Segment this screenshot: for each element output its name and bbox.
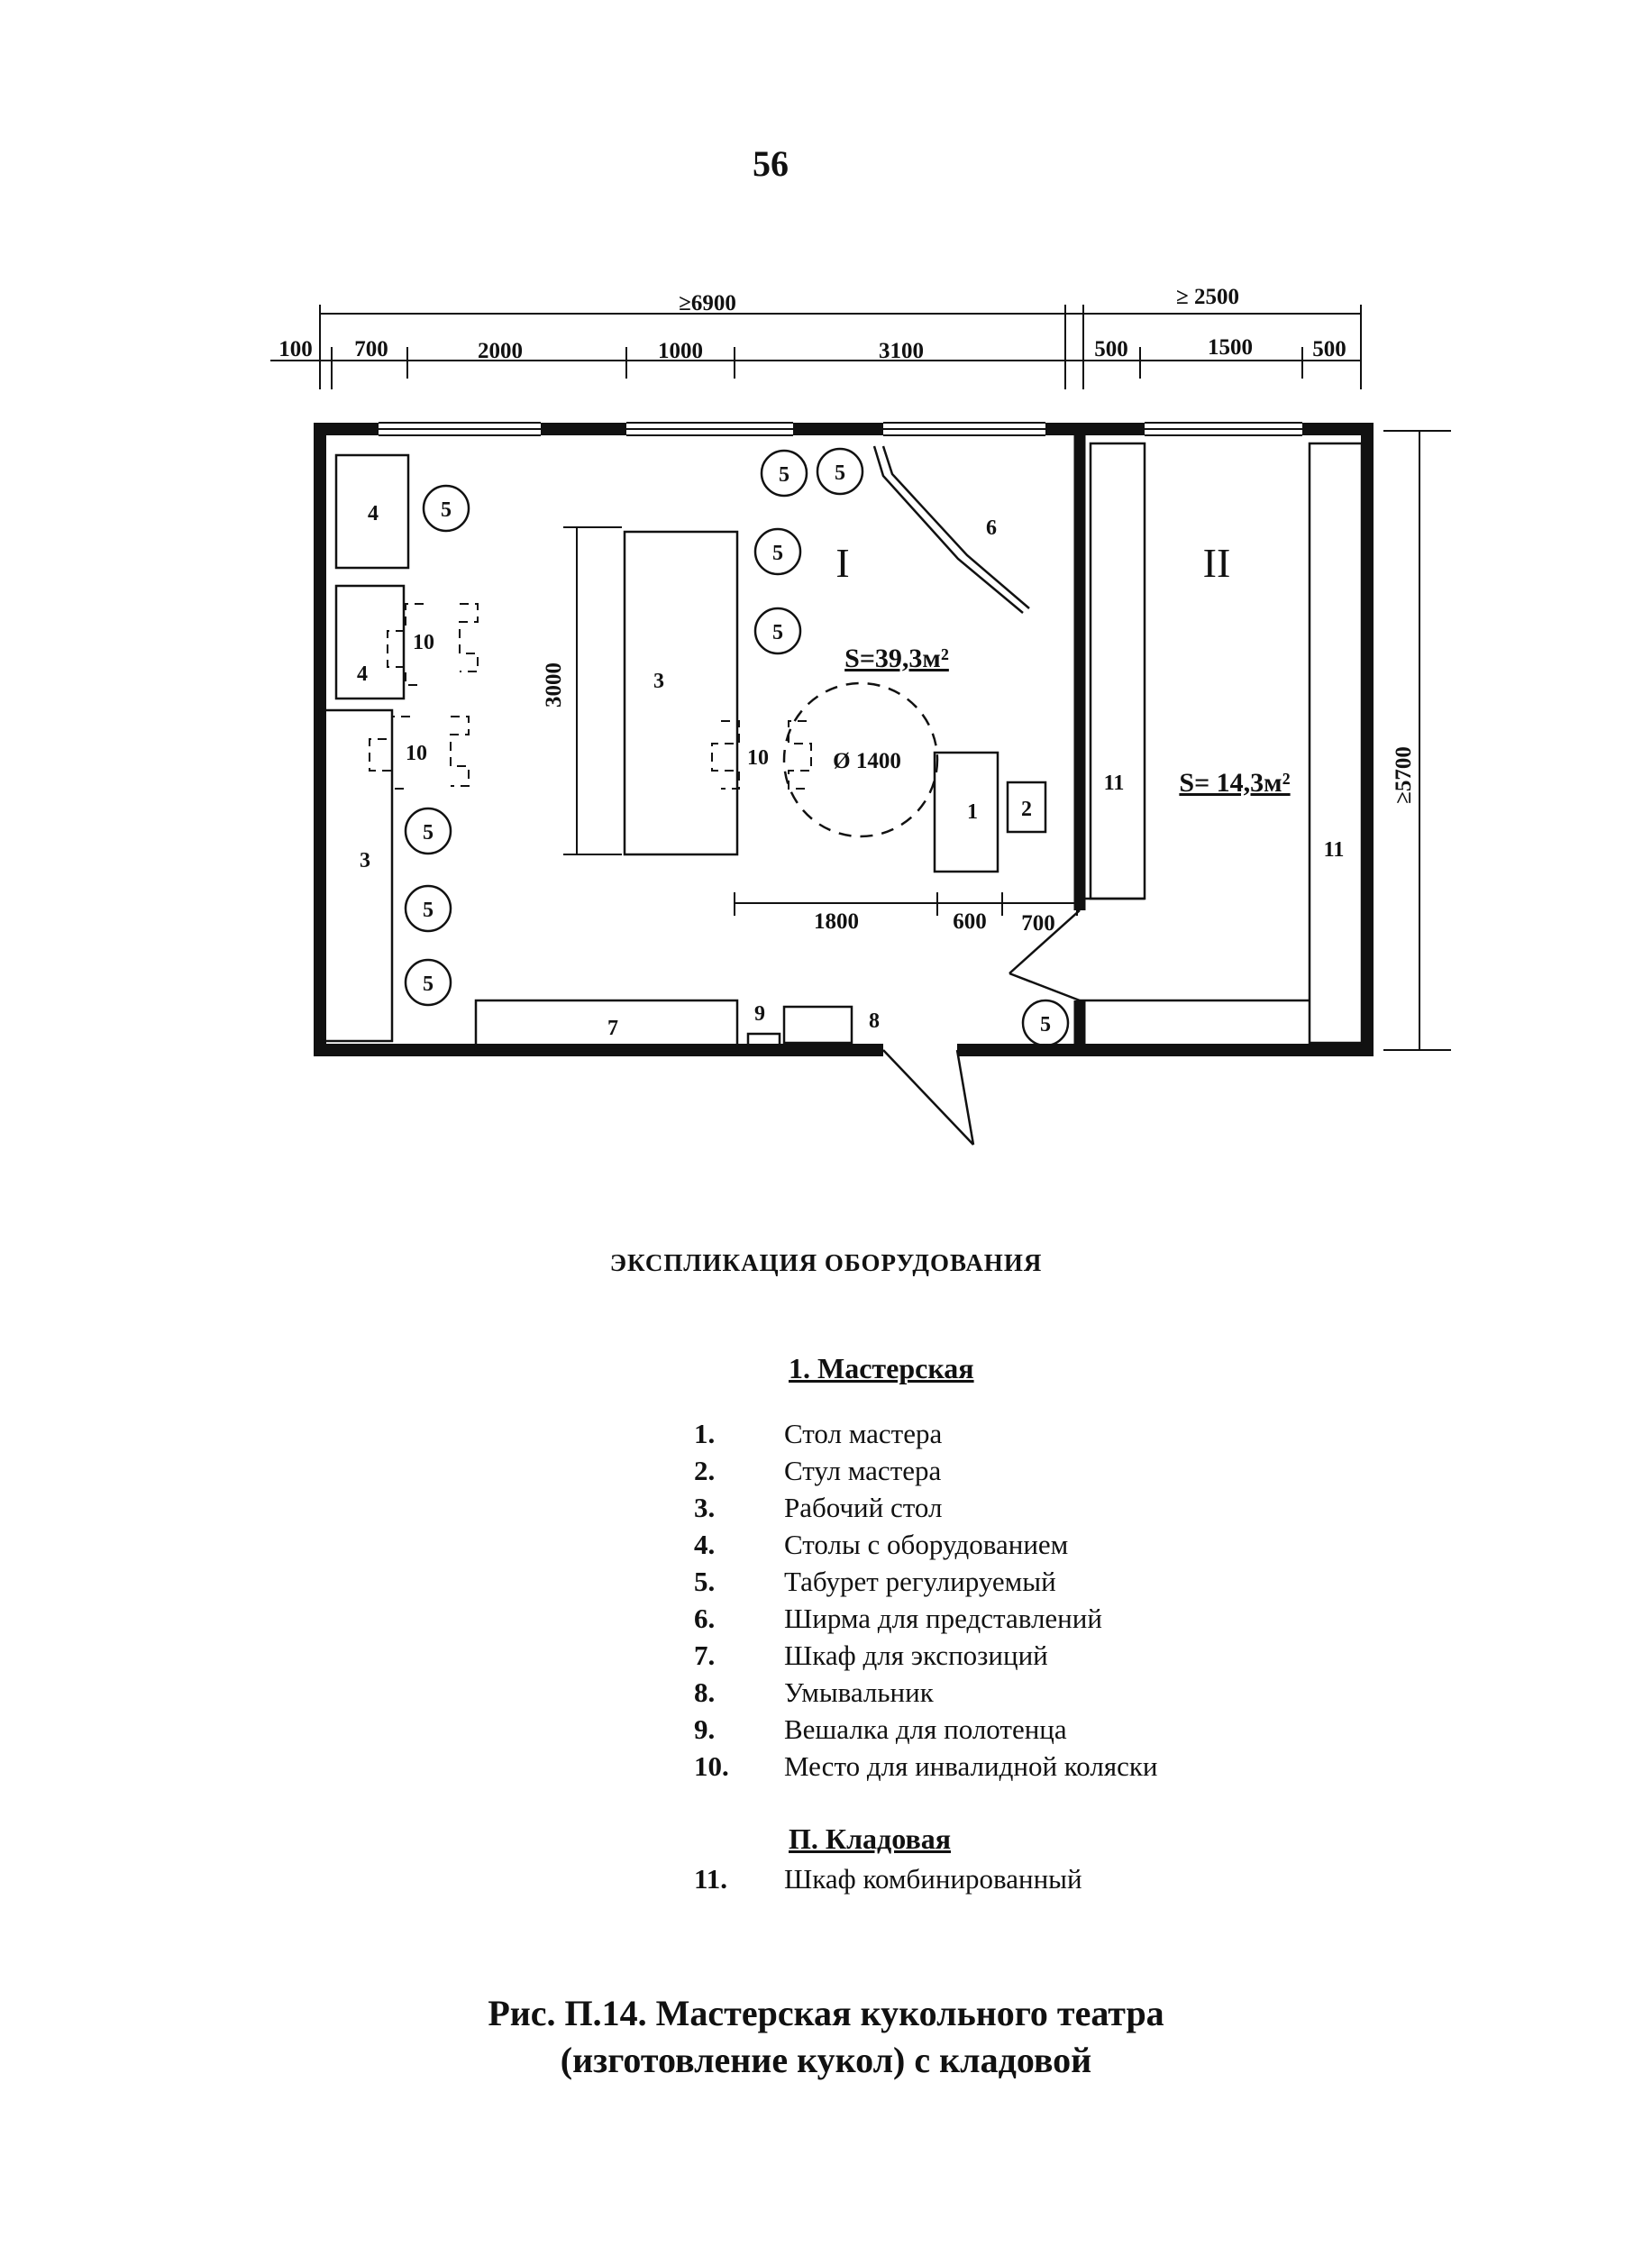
label-11: 11 xyxy=(1324,838,1345,862)
legend-list-workshop: 1.Стол мастера 2.Стул мастера 3.Рабочий … xyxy=(694,1415,1158,1785)
room-2-label: II xyxy=(1203,540,1231,586)
wash-basin xyxy=(782,1005,853,1045)
dim-segment: 100 xyxy=(278,337,313,361)
stool-icon xyxy=(422,484,470,533)
legend-item: 10.Место для инвалидной коляски xyxy=(694,1749,1158,1782)
page-number: 56 xyxy=(753,143,789,184)
doors xyxy=(882,909,1081,1146)
stool-icon xyxy=(404,807,452,855)
label-5: 5 xyxy=(423,899,434,922)
section-title-workshop: 1. Мастерская xyxy=(789,1352,974,1384)
dim-overall-right: ≥ 2500 xyxy=(1176,285,1239,309)
stools xyxy=(404,447,1070,1047)
wheelchair-places xyxy=(369,603,812,790)
figure-caption: Рис. П.14. Мастерская кукольного театра … xyxy=(0,1990,1652,2084)
legend-item: 11.Шкаф комбинированный xyxy=(694,1862,1082,1895)
dim-bottom: 700 xyxy=(1021,911,1055,936)
dim-segment: 700 xyxy=(354,337,388,361)
label-2: 2 xyxy=(1021,798,1032,821)
room-1-label: I xyxy=(835,540,849,586)
item-numbers: 4 4 10 10 10 3 3 6 1 2 7 9 8 11 11 5 5 5… xyxy=(357,461,1344,1040)
legend-item: 1.Стол мастера xyxy=(694,1417,943,1449)
label-3: 3 xyxy=(360,849,370,872)
dim-segment: 3100 xyxy=(879,339,924,363)
stool-icon xyxy=(753,527,802,576)
label-6: 6 xyxy=(986,516,997,540)
label-5: 5 xyxy=(441,498,452,522)
caption-line-2: (изготовление кукол) с кладовой xyxy=(560,2040,1092,2080)
dim-overall-height: ≥5700 xyxy=(1392,746,1416,804)
label-5: 5 xyxy=(423,821,434,845)
windows xyxy=(379,422,1302,436)
caption-line-1: Рис. П.14. Мастерская кукольного театра xyxy=(488,1993,1164,2033)
master-chair xyxy=(1006,781,1047,834)
stool-icon xyxy=(404,884,452,933)
towel-hanger xyxy=(746,1032,781,1047)
stool-icon xyxy=(760,449,808,498)
legend-item: 2.Стул мастера xyxy=(694,1454,942,1486)
legend-item: 9.Вешалка для полотенца xyxy=(694,1713,1067,1745)
label-5: 5 xyxy=(1040,1013,1051,1037)
turning-circle xyxy=(782,681,939,838)
performance-screen xyxy=(881,445,1030,609)
label-4: 4 xyxy=(368,502,379,525)
label-9: 9 xyxy=(754,1002,765,1026)
label-3: 3 xyxy=(653,670,664,693)
legend-item: 8.Умывальник xyxy=(694,1676,934,1708)
legend-item: 3.Рабочий стол xyxy=(694,1491,943,1523)
legend-list-storage: 11.Шкаф комбинированный xyxy=(694,1860,1082,1897)
storage-cabinet xyxy=(1089,442,1146,900)
work-table-wall xyxy=(318,708,394,1043)
stool-icon xyxy=(1021,999,1070,1047)
label-5: 5 xyxy=(772,542,783,565)
stool-icon xyxy=(404,958,452,1007)
label-4: 4 xyxy=(357,662,368,686)
dimension-lines xyxy=(270,305,1451,1051)
equipment-table xyxy=(334,584,406,700)
dim-segment: 2000 xyxy=(478,339,523,363)
dim-bottom: 600 xyxy=(953,909,987,934)
dim-overall-left: ≥6900 xyxy=(679,291,736,315)
label-10: 10 xyxy=(406,742,427,765)
dimension-labels: ≥6900 ≥ 2500 100 700 2000 1000 3100 500 … xyxy=(278,285,1416,936)
label-7: 7 xyxy=(607,1017,618,1040)
label-5: 5 xyxy=(835,461,845,485)
work-table-central xyxy=(623,530,739,856)
stool-icon xyxy=(753,607,802,655)
label-11: 11 xyxy=(1104,772,1125,795)
label-10: 10 xyxy=(747,746,769,770)
room-1-area: S=39,3м² xyxy=(844,644,949,673)
label-8: 8 xyxy=(869,1009,880,1033)
equipment-table xyxy=(334,453,410,570)
dim-segment: 500 xyxy=(1094,337,1128,361)
legend-item: 5.Табурет регулируемый xyxy=(694,1565,1056,1597)
furniture xyxy=(318,442,1364,1052)
dim-segment: 1000 xyxy=(658,339,703,363)
walls xyxy=(314,423,1374,1056)
floor-plan: ≥6900 ≥ 2500 100 700 2000 1000 3100 500 … xyxy=(270,285,1451,1146)
label-1: 1 xyxy=(967,800,978,824)
section-title-storage: П. Кладовая xyxy=(789,1822,952,1855)
dim-table-length: 3000 xyxy=(542,662,566,708)
dim-segment: 1500 xyxy=(1208,335,1253,360)
exhibition-cabinet xyxy=(474,999,739,1052)
legend-item: 7.Шкаф для экспозиций xyxy=(694,1639,1048,1671)
legend-item: 6.Ширма для представлений xyxy=(694,1602,1102,1634)
dim-segment: 500 xyxy=(1312,337,1346,361)
label-5: 5 xyxy=(423,973,434,996)
label-5: 5 xyxy=(779,463,789,487)
turning-circle-label: Ø 1400 xyxy=(833,749,901,773)
legend-item: 4.Столы с оборудованием xyxy=(694,1528,1069,1560)
label-10: 10 xyxy=(413,631,434,654)
performance-screen xyxy=(872,445,1024,614)
room-labels: I II S=39,3м² S= 14,3м² Ø 1400 xyxy=(833,540,1290,798)
master-table xyxy=(933,751,999,873)
room-2-area: S= 14,3м² xyxy=(1179,768,1290,798)
storage-cabinet xyxy=(1308,442,1364,1045)
label-5: 5 xyxy=(772,621,783,644)
stool-icon xyxy=(816,447,864,496)
legend-heading: ЭКСПЛИКАЦИЯ ОБОРУДОВАНИЯ xyxy=(609,1249,1043,1276)
dim-bottom: 1800 xyxy=(814,909,859,934)
